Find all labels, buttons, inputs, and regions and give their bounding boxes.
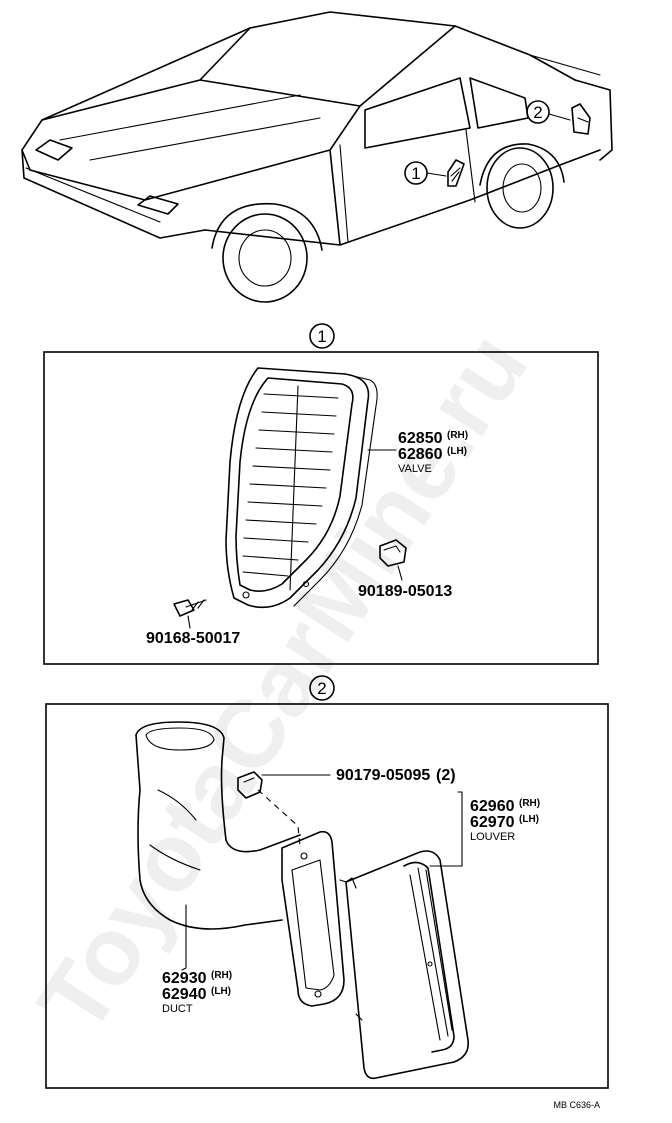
section-1-frame: [43, 351, 599, 665]
section-1-header[interactable]: 1: [309, 323, 335, 349]
valve-label[interactable]: 62850 (RH) 62860 (LH) VALVE: [398, 430, 468, 475]
louver-drawing: [339, 850, 470, 1080]
svg-text:62860: 62860: [398, 446, 443, 463]
clip-label-90179[interactable]: 90179-05095 (2): [336, 767, 456, 784]
screw-leader: [187, 615, 191, 629]
svg-text:62850: 62850: [398, 430, 443, 447]
duct-leader: [181, 904, 187, 971]
louver-label[interactable]: 62960 (RH) 62970 (LH) LOUVER: [470, 798, 540, 843]
svg-text:(LH): (LH): [211, 986, 231, 997]
clip-install-line: [257, 789, 301, 847]
svg-text:(2): (2): [436, 767, 456, 784]
diagram-code: MB C636-A: [553, 1100, 600, 1110]
svg-text:VALVE: VALVE: [398, 463, 432, 475]
watermark-text: ToyotaCarMine.ru: [18, 315, 548, 1052]
clip-leader: [397, 565, 403, 581]
svg-text:(LH): (LH): [519, 814, 539, 825]
svg-text:(RH): (RH): [211, 970, 232, 981]
callout-1-car[interactable]: 1: [404, 161, 447, 185]
svg-text:(RH): (RH): [519, 798, 540, 809]
svg-text:62940: 62940: [162, 986, 207, 1003]
section-2-frame: [45, 703, 609, 1089]
svg-text:62930: 62930: [162, 970, 207, 987]
clip-drawing-90189: [379, 539, 407, 567]
car-illustration: [21, 11, 613, 303]
svg-text:2: 2: [533, 103, 542, 122]
callout-2-car[interactable]: 2: [526, 100, 571, 124]
svg-text:(LH): (LH): [447, 446, 467, 457]
screw-drawing-90168: [173, 599, 207, 617]
svg-text:1: 1: [411, 164, 420, 183]
svg-text:DUCT: DUCT: [162, 1003, 193, 1015]
svg-text:1: 1: [317, 327, 326, 346]
duct-label[interactable]: 62930 (RH) 62940 (LH) DUCT: [162, 970, 232, 1015]
svg-text:90179-05095: 90179-05095: [336, 767, 430, 784]
screw-label-90168[interactable]: 90168-50017: [146, 630, 240, 647]
svg-text:(RH): (RH): [447, 430, 468, 441]
louver-leader: [429, 791, 463, 867]
clip-label-90189[interactable]: 90189-05013: [358, 583, 452, 600]
svg-text:62960: 62960: [470, 798, 515, 815]
svg-text:LOUVER: LOUVER: [470, 831, 515, 843]
svg-text:62970: 62970: [470, 814, 515, 831]
duct-drawing: [135, 721, 345, 1007]
section-2-header[interactable]: 2: [309, 675, 335, 701]
valve-grille-drawing: [225, 367, 378, 609]
svg-text:2: 2: [317, 679, 326, 698]
